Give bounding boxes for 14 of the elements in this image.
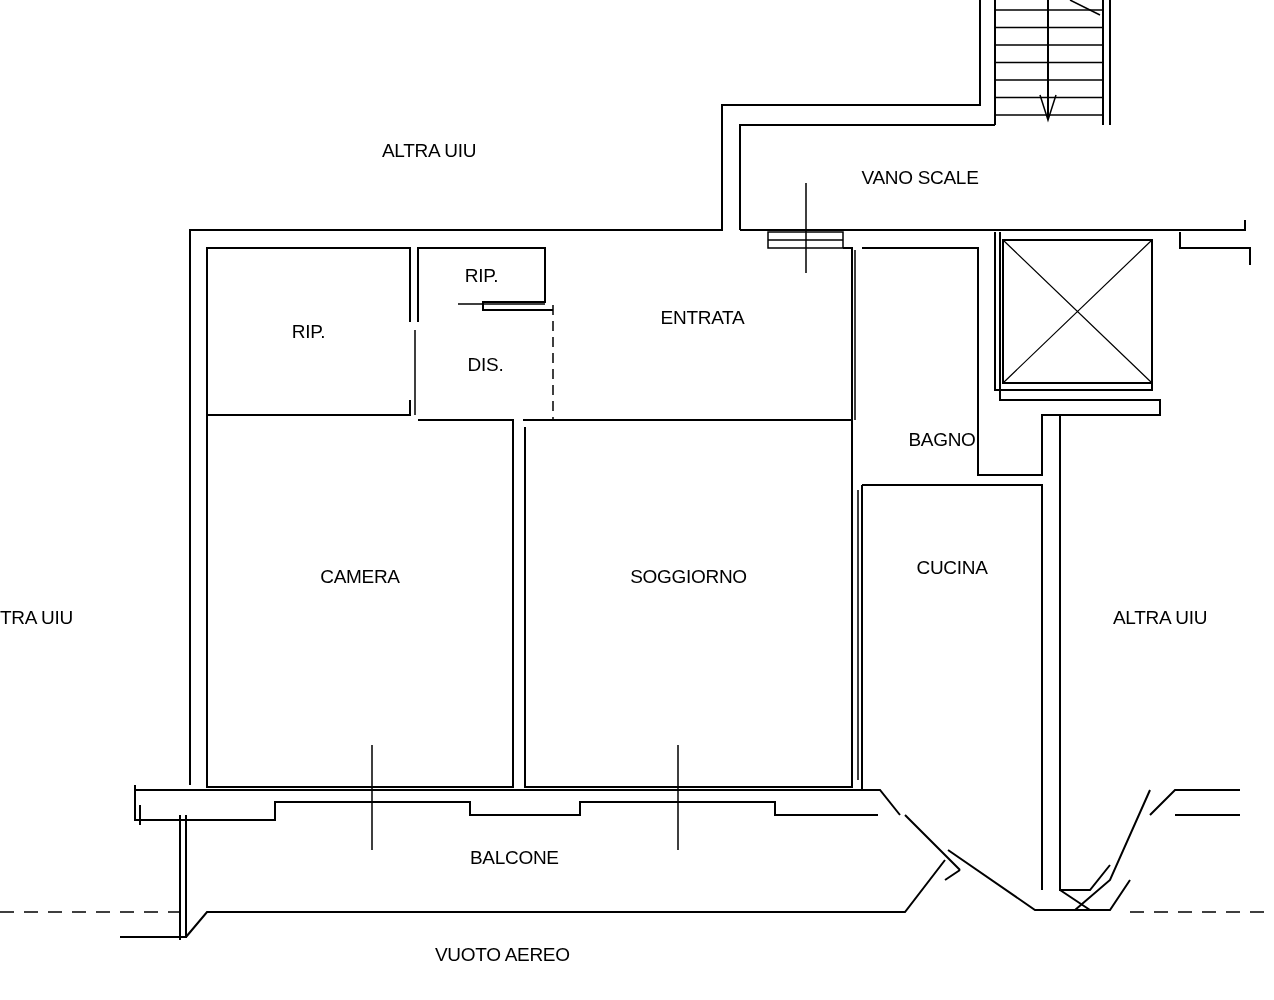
- room-label: VANO SCALE: [861, 166, 979, 189]
- room-label: DIS.: [467, 354, 504, 376]
- room-label: RIP.: [464, 265, 499, 287]
- room-label: SOGGIORNO: [630, 566, 747, 588]
- room-label: CUCINA: [916, 556, 988, 579]
- area-label: ALTRA UIU: [382, 140, 477, 162]
- room-label: ENTRATA: [660, 307, 745, 329]
- room-label: RIP.: [291, 320, 326, 343]
- area-label: ALTRA UIU: [1113, 607, 1208, 629]
- area-label: VUOTO AEREO: [435, 944, 570, 966]
- area-label: BALCONE: [470, 847, 559, 869]
- room-label: BAGNO: [908, 429, 976, 451]
- room-label: CAMERA: [320, 566, 400, 588]
- area-label: TRA UIU: [0, 607, 73, 629]
